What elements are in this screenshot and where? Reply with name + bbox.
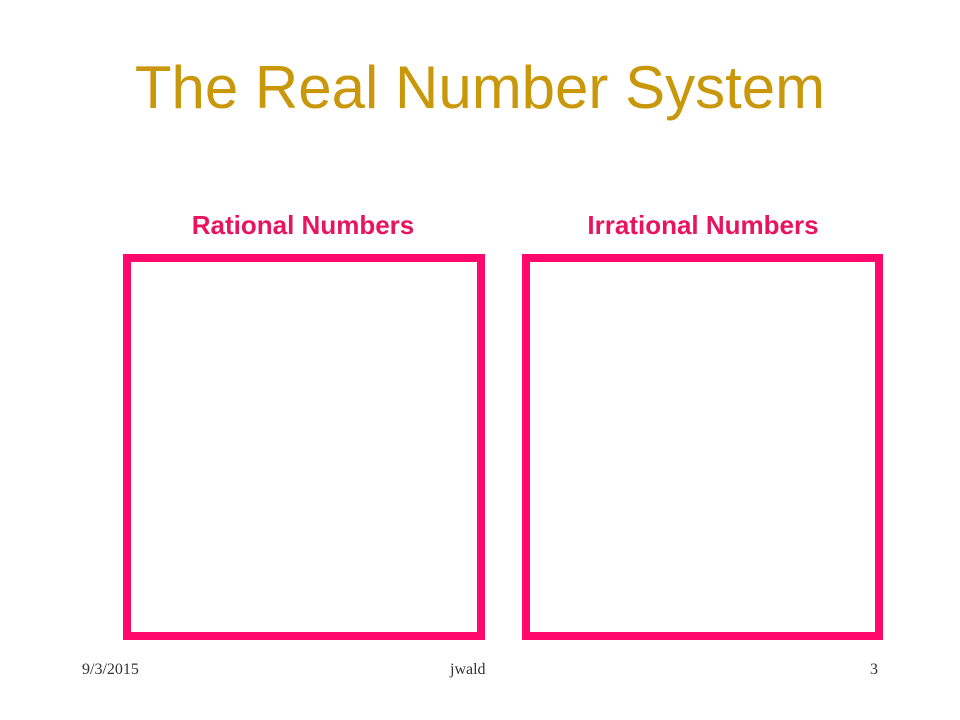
irrational-numbers-box (522, 254, 883, 640)
rational-numbers-box (123, 254, 485, 640)
rational-numbers-label: Rational Numbers (191, 210, 415, 240)
footer-date: 9/3/2015 (82, 661, 139, 678)
slide-title: The Real Number System (134, 54, 826, 121)
footer-author: jwald (450, 661, 486, 678)
footer-page-number: 3 (870, 661, 878, 678)
irrational-numbers-label: Irrational Numbers (587, 210, 819, 240)
